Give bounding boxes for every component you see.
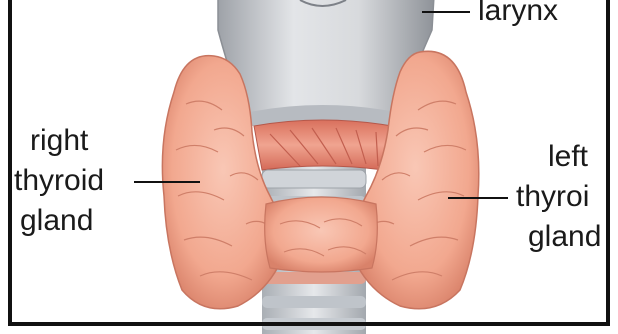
right-thyroid-label-line2: thyroid <box>14 164 104 198</box>
trachea-ring <box>262 318 366 330</box>
thyroid-isthmus <box>265 197 378 272</box>
right-thyroid-label-line3: gland <box>20 204 93 238</box>
left-thyroid-label-line2: thyroi <box>516 180 589 214</box>
cricoid-cartilage <box>262 170 366 188</box>
larynx-label: larynx <box>478 0 558 28</box>
right-thyroid-label-line1: right <box>30 124 88 158</box>
left-thyroid-label-line1: left <box>548 140 588 174</box>
cricothyroid-muscle <box>254 120 392 170</box>
left-thyroid-label-line3: gland <box>528 220 601 254</box>
trachea-ring <box>262 272 366 284</box>
trachea-ring <box>262 296 366 308</box>
